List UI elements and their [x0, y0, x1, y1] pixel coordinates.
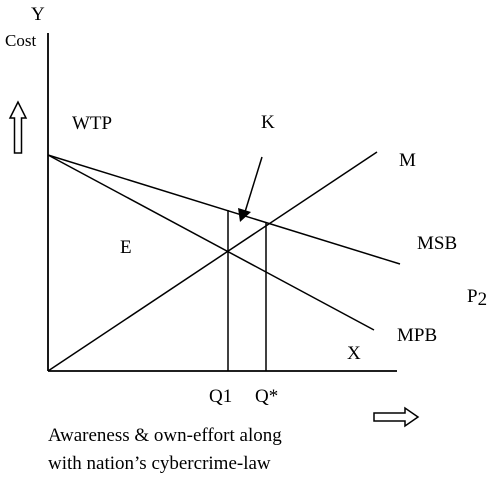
q1-label: Q1 [209, 386, 232, 407]
mc-curve [47, 151, 378, 372]
y-axis-label: Y [31, 4, 45, 25]
hollow-right-arrow-icon [373, 406, 420, 428]
k-pointer-shaft [244, 156, 263, 213]
e-label: E [120, 237, 132, 258]
k-pointer-head [238, 208, 251, 222]
qstar-label: Q* [255, 386, 278, 407]
mpb-curve [47, 154, 375, 331]
hollow-up-arrow-icon [8, 100, 28, 154]
mpb-label: MPB [397, 325, 437, 346]
p-label: P2 [467, 286, 487, 310]
x-axis-label: X [347, 343, 361, 364]
m-label: M [399, 150, 416, 171]
caption-line-1: Awareness & own-effort along [48, 425, 282, 446]
msb-curve [47, 154, 401, 265]
p-main: P [467, 286, 478, 307]
k-label: K [261, 112, 275, 133]
msb-label: MSB [417, 233, 457, 254]
p-subscript: 2 [478, 289, 488, 310]
wtp-label: WTP [72, 113, 112, 134]
cost-label: Cost [5, 31, 36, 50]
caption-line-2: with nation’s cybercrime-law [48, 453, 271, 474]
